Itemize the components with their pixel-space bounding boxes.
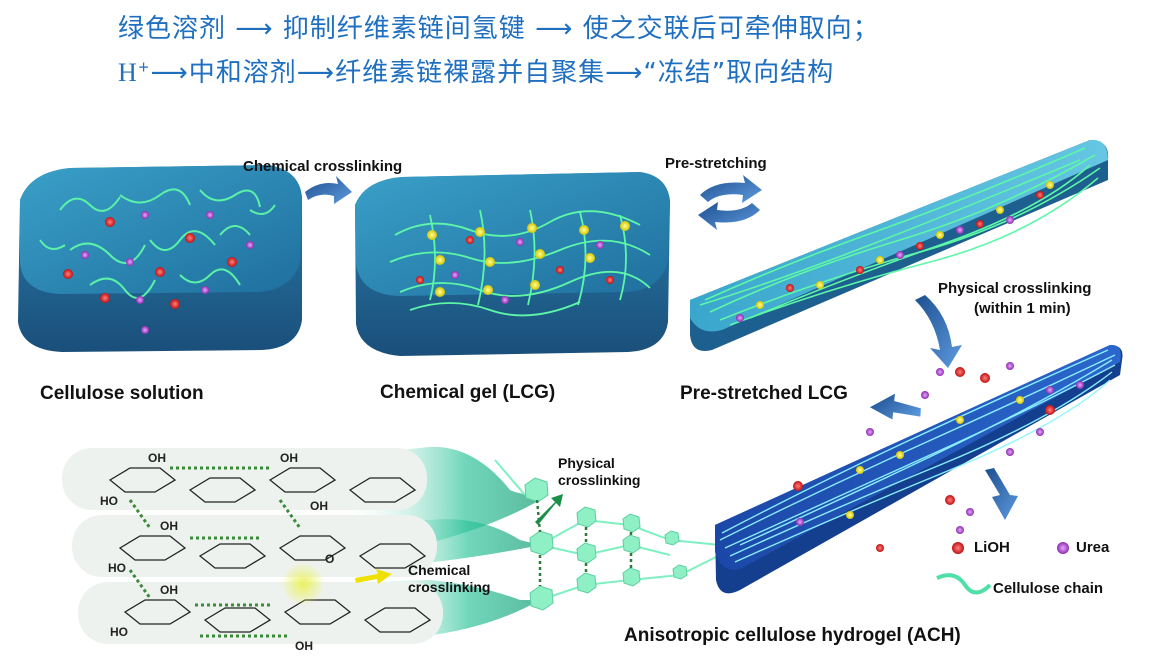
oh-label: OH — [295, 639, 313, 653]
legend — [936, 542, 1069, 595]
molecule-physical-label-2: crosslinking — [558, 472, 641, 488]
oh-label: OH — [160, 519, 178, 533]
cellulose-chain-legend-line — [936, 573, 992, 595]
physical-crosslinking-label: Physical crosslinking — [938, 280, 1092, 297]
pre-stretching-arrow — [698, 175, 762, 230]
hydrogen-bonds — [128, 466, 302, 638]
stage-label-gel: Chemical gel (LCG) — [380, 382, 556, 403]
ho-label: HO — [100, 494, 118, 508]
physical-crosslinking-arrow — [915, 295, 962, 368]
oh-label: OH — [310, 499, 328, 513]
chemical-crosslinking-arrow — [305, 176, 352, 204]
header-line-2: H+⟶中和溶剂⟶纤维素链裸露并自聚集⟶“冻结”取向结构 — [118, 52, 834, 89]
ho-label: HO — [110, 625, 128, 639]
ho-label: HO — [108, 561, 126, 575]
lioh-legend-dot — [952, 542, 964, 554]
molecule-physical-label-1: Physical — [558, 455, 615, 471]
molecule-chemical-label-2: crosslinking — [408, 579, 491, 595]
header-line-2-text: ⟶中和溶剂⟶纤维素链裸露并自聚集⟶“冻结”取向结构 — [150, 58, 835, 88]
chemical-gel-block — [355, 172, 670, 356]
legend-urea-label: Urea — [1076, 539, 1110, 556]
pre-stretched-block — [690, 139, 1109, 351]
cellulose-solution-block — [18, 165, 302, 352]
header-h: H — [118, 58, 138, 87]
header-line-1: 绿色溶剂 ⟶ 抑制纤维素链间氢键 ⟶ 使之交联后可牵伸取向； — [118, 14, 880, 44]
chemical-crosslink-highlight — [281, 562, 325, 606]
stage-label-prestretched: Pre-stretched LCG — [680, 383, 848, 404]
hexagon-network — [494, 459, 721, 611]
urea-legend-dot — [1057, 542, 1069, 554]
legend-lioh-label: LiOH — [974, 539, 1010, 556]
physical-crosslinking-time-label: (within 1 min) — [974, 300, 1071, 317]
chemical-crosslink-arrow — [355, 569, 392, 584]
chemical-crosslinking-label: Chemical crosslinking — [243, 158, 403, 175]
oh-label: OH — [148, 451, 166, 465]
header-plus: + — [137, 59, 151, 76]
stage-label-solution: Cellulose solution — [40, 383, 204, 404]
oh-label: OH — [280, 451, 298, 465]
molecule-panel — [62, 448, 443, 644]
release-arrows — [869, 393, 1018, 520]
o-label: O — [325, 552, 334, 566]
legend-chain-label: Cellulose chain — [993, 580, 1104, 597]
molecule-chemical-label-1: Chemical — [408, 562, 471, 578]
pre-stretching-label: Pre-stretching — [665, 155, 767, 172]
oh-label: OH — [160, 583, 178, 597]
ach-block — [715, 344, 1123, 594]
released-ions — [793, 362, 1084, 552]
stage-label-hydrogel: Anisotropic cellulose hydrogel (ACH) — [624, 625, 961, 646]
